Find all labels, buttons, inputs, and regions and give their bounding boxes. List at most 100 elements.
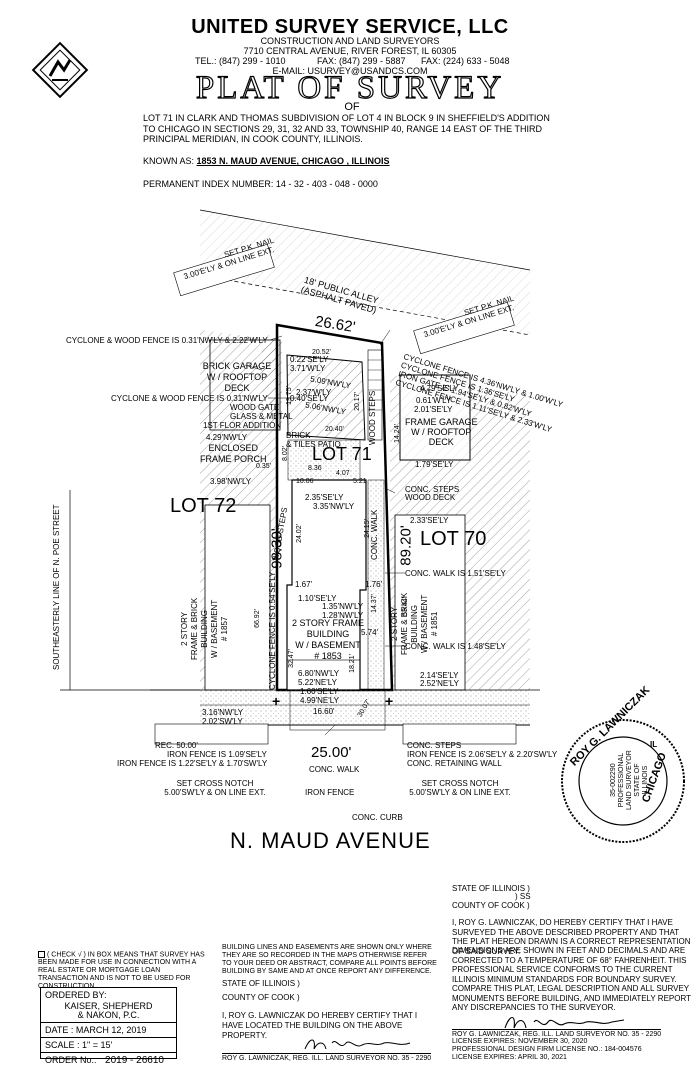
cross-notch-left-line: SET CROSS NOTCH: [176, 779, 254, 788]
county-mid: COUNTY OF COOK ): [222, 993, 300, 1002]
known-as-label: KNOWN AS:: [143, 156, 195, 166]
poe-street-label: SOUTHEASTERLY LINE OF N. POE STREET: [52, 504, 61, 670]
dim-16-60: 16.60': [313, 707, 335, 716]
alley-line-top: [199, 209, 531, 271]
seal-inner-line: PROFESSIONAL: [618, 752, 625, 808]
patio-label-line: & TILES PATIO: [286, 440, 341, 449]
right-building-line: BUILDING: [410, 604, 419, 643]
garage-label-line: BRICK GARAGE: [202, 361, 272, 371]
right-note-1-79: 1.79'SE'LY: [415, 460, 454, 469]
porch-label-line: FRAME PORCH: [200, 454, 267, 464]
surveyor-seal: [560, 718, 686, 844]
dim-53-44: 53.44': [401, 597, 409, 616]
house-label-line: 2 STORY FRAME: [291, 618, 365, 628]
plat-drawing: + +: [60, 209, 540, 745]
dim-8-36: 8.36: [308, 465, 322, 472]
seal-inner-line: STATE OF: [634, 763, 641, 797]
company-address: 7710 CENTRAL AVENUE, RIVER FOREST, IL 60…: [243, 46, 457, 56]
left-garage-outline: [209, 339, 281, 431]
pk-nail-box-right: [413, 301, 515, 355]
order-date: DATE : MARCH 12, 2019: [41, 1023, 176, 1038]
legal-line: TO CHICAGO IN SECTIONS 29, 31, 32 AND 33…: [143, 123, 542, 134]
subject-garage: [286, 354, 366, 441]
alley-band: [200, 210, 530, 335]
dim-5-22: 5.22'NE'LY: [298, 678, 337, 687]
order-number: 2019 - 26610: [105, 1055, 164, 1066]
right-note-2-33: 2.33'SE'LY: [410, 516, 449, 525]
dim-0-22: 0.22'SE'LY: [290, 355, 329, 364]
walk-strip: [289, 689, 386, 731]
signature-right-caption: ROY G. LAWNICZAK, REG. ILL. LAND SURVEYO…: [452, 1029, 662, 1038]
dim-3-71: 3.71'W'LY: [290, 364, 326, 373]
dim-1-76: 1.76': [365, 580, 383, 589]
order-number-label: ORDER No.:: [45, 1055, 97, 1065]
cross-notch-right-line: 5.00'SW'LY & ON LINE EXT.: [409, 788, 511, 797]
dim-5-21: 5.21: [353, 478, 367, 485]
company-logo: [30, 40, 90, 100]
company-tel: TEL.: (847) 299 - 1010: [195, 56, 286, 66]
ordered-by-line: & NAKON, P.C.: [41, 1011, 176, 1023]
dim-20-40: 20.40': [325, 426, 344, 433]
dim-0-35: 0.35': [256, 463, 271, 470]
left-note-porch-dim: 4.29'NW'LY: [206, 433, 248, 442]
right-note-2-52: 2.52'NE'LY: [420, 679, 459, 688]
known-as-address: 1853 N. MAUD AVENUE, CHICAGO , ILLINOIS: [196, 156, 390, 166]
dim-10-06: 10.06: [296, 478, 314, 485]
frame-garage-line: W / ROOFTOP: [411, 427, 472, 437]
cross-box-left: [154, 723, 269, 745]
conc-steps-right: CONC. STEPS: [407, 741, 462, 750]
order-box: ORDERED BY: KAISER, SHEPHERD & NAKON, P.…: [40, 987, 177, 1066]
dim-4-99: 4.99'NE'LY: [300, 696, 339, 705]
dim-19-75: 19.75': [285, 386, 293, 405]
left-building-line: W / BASEMENT: [210, 599, 219, 658]
dim-1-60: 1.60'SE'LY: [300, 687, 339, 696]
right-note-2-01: 2.01'SE'LY: [414, 405, 453, 414]
dim-1-35: 1.35'NW'LY: [322, 602, 364, 611]
check-note: ( CHECK √ ) IN BOX MEANS THAT SURVEY HAS…: [38, 951, 206, 991]
seal-state: IL: [650, 740, 658, 749]
left-bottom-dim1: 3.16'NW'LY: [202, 708, 244, 717]
left-bottom-dim2: 2.02'SW'LY: [202, 717, 243, 726]
dim-6-80: 6.80'NW'LY: [298, 669, 340, 678]
retaining-wall: CONC. RETAINING WALL: [407, 759, 502, 768]
right-building-label: 2 STORY FRAME & BRICK BUILDING W / BASEM…: [390, 593, 440, 655]
cross-notch-right-line: SET CROSS NOTCH: [421, 779, 499, 788]
ss-right: ) SS: [515, 892, 531, 901]
left-building-line: # 1857: [220, 616, 229, 642]
right-note-walk2: CONC. WALK IS 1.48'SE'LY: [405, 642, 506, 651]
left-building: [204, 504, 271, 691]
wood-steps-lines: [368, 359, 382, 411]
dim-18-21: 18.21': [348, 654, 356, 673]
ordered-by-label: ORDERED BY:: [45, 990, 107, 1000]
signature-mid: [300, 1033, 430, 1055]
dim-66-92: 66.92': [253, 609, 261, 628]
cross-box-right: [402, 723, 517, 745]
order-scale: SCALE : 1" = 15': [41, 1038, 176, 1053]
company-email: E-MAIL: USURVEY@USANDCS.COM: [272, 66, 428, 76]
cross-notch-right: SET CROSS NOTCH 5.00'SW'LY & ON LINE EXT…: [405, 779, 515, 797]
conc-walk-vertical: CONC. WALK: [370, 509, 379, 560]
right-building-line: 2 STORY: [390, 606, 399, 641]
certify-mid: I, ROY G. LAWNICZAK DO HEREBY CERTIFY TH…: [222, 1011, 418, 1040]
rec-label: REC. 50.00': [155, 741, 198, 750]
conc-walk-front: CONC. WALK: [309, 765, 360, 774]
dim-20-52: 20.52': [312, 349, 331, 356]
wood-steps-strip: [367, 349, 383, 441]
conc-curb-label: CONC. CURB: [352, 813, 403, 822]
lot72-label: LOT 72: [170, 495, 237, 517]
patio-label-line: BRICK: [286, 431, 311, 440]
county-right: COUNTY OF COOK ): [452, 901, 530, 910]
cross-mark-right: +: [385, 693, 393, 709]
right-building-line: W / BASEMENT: [420, 594, 429, 653]
license-expires: LICENSE EXPIRES: NOVEMBER 30, 2020: [452, 1038, 588, 1045]
state-mid: STATE OF ILLINOIS ): [222, 979, 300, 988]
left-dimension: 98.30': [268, 528, 286, 569]
known-as: KNOWN AS: 1853 N. MAUD AVENUE, CHICAGO ,…: [143, 156, 390, 166]
house-label-line: BUILDING: [306, 629, 350, 639]
dim-2-35: 2.35'SE'LY: [305, 493, 344, 502]
cross-mark-left: +: [272, 693, 280, 709]
pk-nail-box-left: [173, 243, 275, 297]
right-note-steps: CONC. STEPS: [405, 485, 460, 494]
left-building-line: 2 STORY: [180, 611, 189, 646]
frame-garage-hatch: [400, 375, 470, 460]
